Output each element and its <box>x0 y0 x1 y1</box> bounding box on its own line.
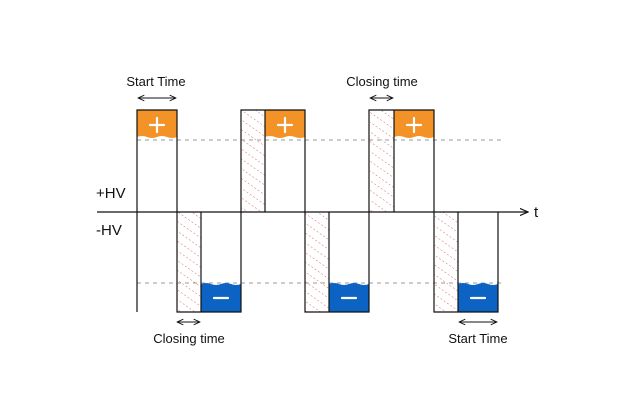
plus-sign-3 <box>405 116 423 134</box>
plus-sign-1 <box>148 116 166 134</box>
negative-hv-label: -HV <box>96 222 122 239</box>
transition-region-1 <box>177 212 201 312</box>
polarity-signs <box>148 116 487 300</box>
transition-region-3 <box>305 212 329 312</box>
closing-time-label-bottom: Closing time <box>153 331 225 346</box>
transition-region-5 <box>434 212 458 312</box>
plus-sign-2 <box>276 116 294 134</box>
closing-time-label-top: Closing time <box>346 74 418 89</box>
start-time-label-bottom: Start Time <box>448 331 507 346</box>
time-axis-label: t <box>534 204 539 221</box>
transition-region-4 <box>370 110 394 212</box>
transition-region-2 <box>241 110 265 212</box>
dimension-arrows <box>138 98 497 322</box>
waveform-lines <box>136 109 499 313</box>
closing-transition-regions <box>177 110 458 312</box>
positive-hv-label: +HV <box>96 185 126 202</box>
start-time-label-top: Start Time <box>126 74 185 89</box>
